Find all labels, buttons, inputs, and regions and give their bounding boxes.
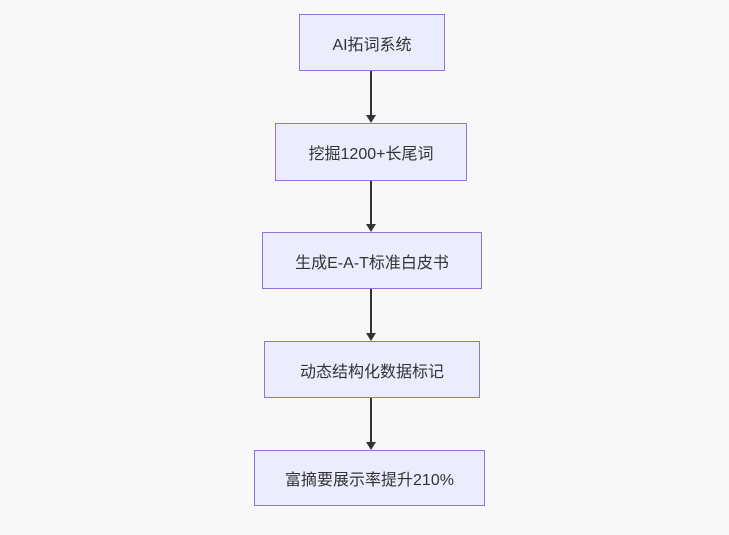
arrow-shaft — [370, 398, 372, 443]
arrow-down-edge-4 — [366, 398, 376, 450]
arrow-shaft — [370, 181, 372, 225]
arrowhead-down-icon — [366, 224, 376, 232]
flow-node-longtail-keywords: 挖掘1200+长尾词 — [275, 123, 467, 181]
arrowhead-down-icon — [366, 115, 376, 123]
arrowhead-down-icon — [366, 442, 376, 450]
flow-node-structured-data-markup: 动态结构化数据标记 — [264, 341, 480, 398]
arrow-shaft — [370, 71, 372, 116]
flow-node-label: 动态结构化数据标记 — [299, 363, 444, 381]
arrowhead-down-icon — [366, 333, 376, 341]
arrow-down-edge-2 — [366, 181, 376, 232]
flow-node-eat-whitepaper: 生成E-A-T标准白皮书 — [262, 232, 482, 289]
flow-node-label: 挖掘1200+长尾词 — [308, 146, 434, 163]
arrow-down-edge-3 — [366, 289, 376, 341]
arrow-shaft — [370, 289, 372, 334]
flow-node-label: 富摘要展示率提升210% — [285, 472, 454, 489]
flow-node-rich-snippet-rate: 富摘要展示率提升210% — [254, 450, 485, 506]
flow-node-label: 生成E-A-T标准白皮书 — [295, 254, 449, 272]
flow-node-label: AI拓词系统 — [332, 36, 412, 54]
arrow-down-edge-1 — [366, 71, 376, 123]
flow-node-ai-word-expansion: AI拓词系统 — [299, 14, 445, 71]
